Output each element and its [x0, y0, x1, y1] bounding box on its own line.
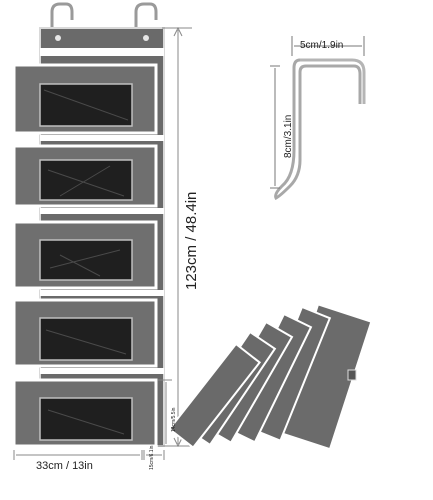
pocket-height-label: 14cm/5.5in — [171, 407, 177, 432]
door-hooks — [50, 2, 158, 38]
grommet-left — [55, 35, 61, 41]
depth-dimension — [143, 450, 165, 460]
folded-stack — [168, 303, 373, 451]
depth-label: 15cm/6.1in — [149, 445, 155, 470]
pocket-height-dimension — [158, 379, 172, 447]
top-band — [40, 48, 164, 56]
pocket-3 — [12, 220, 158, 290]
band-2 — [40, 135, 164, 141]
grommet-right — [143, 35, 149, 41]
left-hook — [50, 2, 74, 38]
band-5 — [40, 368, 164, 374]
pocket-2 — [12, 144, 158, 208]
right-hook — [134, 2, 158, 38]
hook-detail — [270, 36, 366, 201]
pocket-1 — [12, 63, 158, 135]
height-label: 123cm / 48.4in — [183, 191, 200, 290]
width-dimension — [13, 450, 143, 460]
hook-width-label: 5cm/1.9in — [300, 40, 344, 51]
hook-height-label: 8cm/3.1in — [283, 114, 294, 158]
pocket-4 — [12, 298, 158, 368]
band-4 — [40, 290, 164, 296]
hook-wire — [274, 58, 362, 201]
pocket-5 — [12, 378, 158, 448]
stack-tab — [347, 369, 357, 381]
width-label: 33cm / 13in — [36, 460, 93, 472]
band-3 — [40, 208, 164, 214]
